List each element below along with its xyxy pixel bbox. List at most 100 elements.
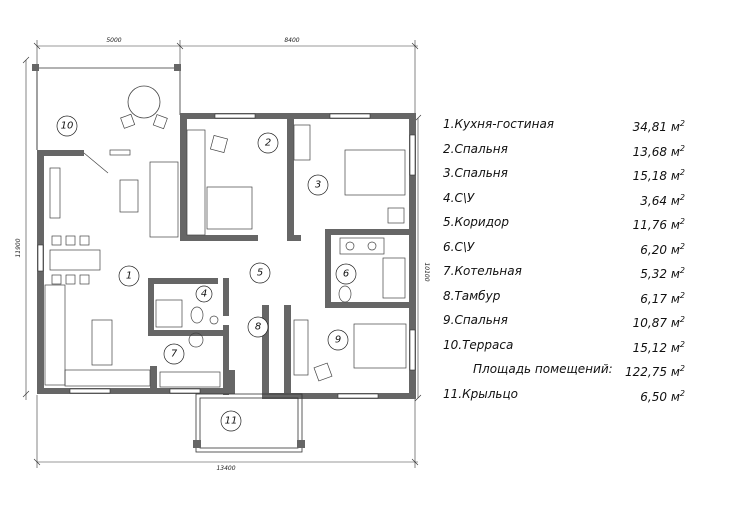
legend-row: 5.Коридор 11,76 м2	[443, 210, 693, 235]
room-number: 8	[255, 322, 261, 333]
area-unit: м	[670, 316, 680, 330]
legend-row: 9.Спальня 10,87 м2	[443, 308, 693, 333]
area-value: 6,17	[640, 291, 668, 306]
dim-left: 11900	[15, 238, 22, 257]
area-unit: м	[670, 291, 680, 306]
area-unit-exponent: 2	[679, 168, 685, 177]
legend-room-area: 6,50 м2	[640, 382, 685, 409]
legend-total-area: 122,75 м2	[625, 357, 685, 384]
terrace-chair	[152, 114, 168, 130]
area-unit-exponent: 2	[679, 290, 685, 300]
terrace	[36, 67, 181, 150]
bedroom-2-furniture	[186, 129, 253, 236]
legend-row: 11.Крыльцо 6,50 м2	[443, 382, 693, 407]
area-unit-exponent: 2	[679, 241, 685, 251]
room-markers	[56, 115, 357, 432]
dimension-lines	[22, 40, 422, 468]
legend-room-name: 11.Крыльцо	[443, 386, 518, 401]
bathroom-6-fixtures	[338, 237, 406, 303]
room-number: 10	[61, 121, 74, 132]
area-unit-exponent: 2	[679, 143, 685, 153]
area-unit: м	[670, 218, 680, 232]
walls	[37, 113, 416, 399]
area-unit: м	[670, 144, 680, 159]
room-legend: 1.Кухня-гостиная 34,81 м2 2.Спальня 13,6…	[443, 112, 693, 406]
room-number: 11	[225, 416, 238, 427]
legend-room-name: 9.Спальня	[443, 313, 508, 327]
room-number: 9	[335, 335, 341, 346]
room-number: 7	[171, 349, 178, 360]
room-number: 2	[265, 138, 271, 149]
legend-room-area: 13,68 м2	[633, 137, 685, 164]
area-unit: м	[670, 389, 680, 404]
legend-room-area: 34,81 м2	[633, 112, 685, 139]
legend-room-name: 10.Терраса	[443, 337, 514, 352]
area-value: 122,75	[625, 365, 668, 379]
bathroom-4-fixtures	[155, 299, 221, 388]
area-value: 15,12	[632, 340, 668, 355]
dim-bottom: 13400	[216, 465, 235, 472]
legend-row: 3.Спальня 15,18 м2	[443, 161, 693, 186]
legend-room-name: 2.Спальня	[443, 141, 508, 156]
windows	[37, 113, 416, 399]
area-value: 13,68	[632, 144, 668, 159]
area-unit: м	[670, 242, 680, 257]
area-unit-exponent: 2	[679, 388, 685, 398]
dim-top-right: 8400	[284, 37, 299, 44]
area-unit-exponent: 2	[679, 339, 685, 349]
legend-room-name: 1.Кухня-гостиная	[443, 117, 555, 131]
legend-room-name: 4.С\У	[443, 190, 475, 205]
legend-row: 1.Кухня-гостиная 34,81 м2	[443, 112, 693, 137]
area-value: 11,76	[632, 218, 668, 232]
legend-room-name: 5.Коридор	[443, 215, 509, 229]
area-unit: м	[670, 169, 680, 183]
area-value: 15,18	[632, 169, 668, 183]
terrace-column	[32, 64, 39, 71]
legend-room-name: 3.Спальня	[443, 166, 508, 180]
legend-total-label: Площадь помещений:	[473, 362, 613, 376]
legend-room-area: 5,32 м2	[640, 259, 685, 286]
legend-room-area: 6,17 м2	[640, 284, 685, 311]
area-unit-exponent: 2	[679, 266, 685, 275]
porch-column	[297, 440, 305, 448]
room-number: 4	[201, 289, 207, 300]
dim-right: 10100	[423, 262, 430, 281]
area-unit-exponent: 2	[679, 192, 685, 202]
legend-row: 8.Тамбур 6,17 м2	[443, 284, 693, 309]
room-number: 3	[315, 180, 321, 191]
kitchen-living-furniture	[44, 149, 179, 387]
legend-room-area: 15,12 м2	[633, 333, 685, 360]
terrace-table	[127, 85, 161, 119]
legend-room-area: 6,20 м2	[640, 235, 685, 262]
area-unit-exponent: 2	[679, 315, 685, 324]
porch	[195, 393, 303, 453]
area-value: 5,32	[640, 267, 668, 281]
legend-row: 2.Спальня 13,68 м2	[443, 137, 693, 162]
legend-row: 4.С\У 3,64 м2	[443, 186, 693, 211]
area-unit-exponent: 2	[679, 217, 685, 226]
area-value: 10,87	[632, 316, 668, 330]
legend-room-name: 6.С\У	[443, 239, 475, 254]
room-number: 6	[343, 269, 349, 280]
terrace-chair	[120, 113, 136, 129]
room-number: 5	[257, 268, 263, 279]
bedroom-3-furniture	[293, 124, 406, 224]
terrace-column	[174, 64, 181, 71]
dim-top-left: 5000	[106, 37, 121, 44]
area-unit: м	[670, 340, 680, 355]
legend-room-area: 11,76 м2	[633, 210, 685, 237]
area-unit: м	[670, 193, 680, 208]
legend-total-row: Площадь помещений: 122,75 м2	[443, 357, 693, 382]
legend-row: 7.Котельная 5,32 м2	[443, 259, 693, 284]
legend-row: 6.С\У 6,20 м2	[443, 235, 693, 260]
porch-column	[193, 440, 201, 448]
legend-room-area: 10,87 м2	[633, 308, 685, 335]
area-value: 3,64	[640, 193, 668, 208]
area-value: 6,20	[640, 242, 668, 257]
area-unit: м	[670, 120, 680, 134]
area-unit: м	[670, 267, 680, 281]
legend-room-area: 3,64 м2	[640, 186, 685, 213]
area-value: 34,81	[632, 120, 668, 134]
legend-room-area: 15,18 м2	[633, 161, 685, 188]
